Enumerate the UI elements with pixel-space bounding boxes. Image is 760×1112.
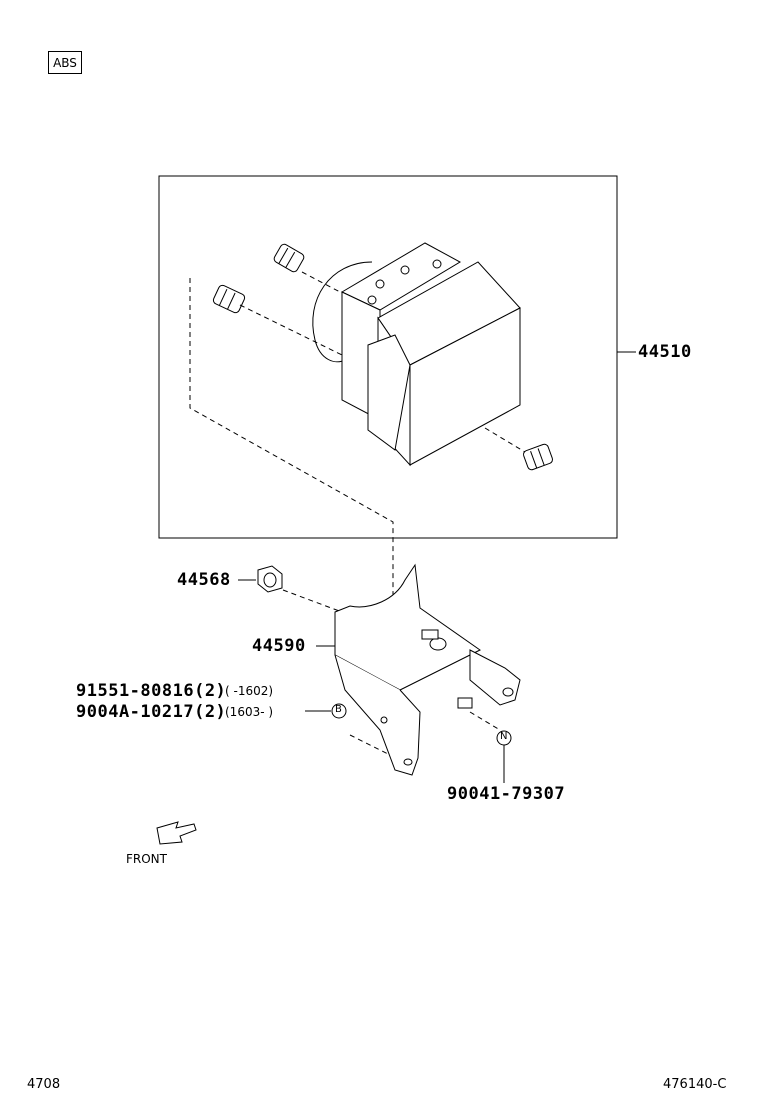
footer-right-code: 476140-C (663, 1077, 727, 1092)
abs-actuator (312, 242, 521, 467)
part-9004a: 9004A-10217(2) (76, 702, 227, 722)
front-label: FRONT (126, 852, 167, 866)
marker-n-label: N (500, 731, 508, 742)
dash-path-1 (189, 278, 394, 645)
part-9004a-range: (1603- ) (225, 705, 274, 719)
footer-left-code: 4708 (27, 1077, 61, 1092)
nut-44568 (257, 565, 283, 593)
abs-badge-label: ABS (53, 55, 77, 70)
bracket-44590 (334, 563, 521, 776)
part-90041: 90041-79307 (447, 784, 566, 804)
part-91551-range: ( -1602) (225, 684, 274, 698)
part-44568: 44568 (177, 570, 231, 590)
front-arrow-icon (156, 821, 197, 845)
part-44590: 44590 (252, 636, 306, 656)
part-91551: 91551-80816(2) (76, 681, 227, 701)
grommet-1 (273, 243, 305, 273)
abs-badge: ABS (48, 51, 82, 74)
assembly-frame (158, 175, 618, 539)
grommet-3 (522, 443, 554, 471)
marker-b-circle (331, 703, 347, 719)
part-44510: 44510 (638, 342, 692, 362)
grommet-2 (212, 284, 246, 314)
marker-b-label: B (335, 704, 342, 715)
